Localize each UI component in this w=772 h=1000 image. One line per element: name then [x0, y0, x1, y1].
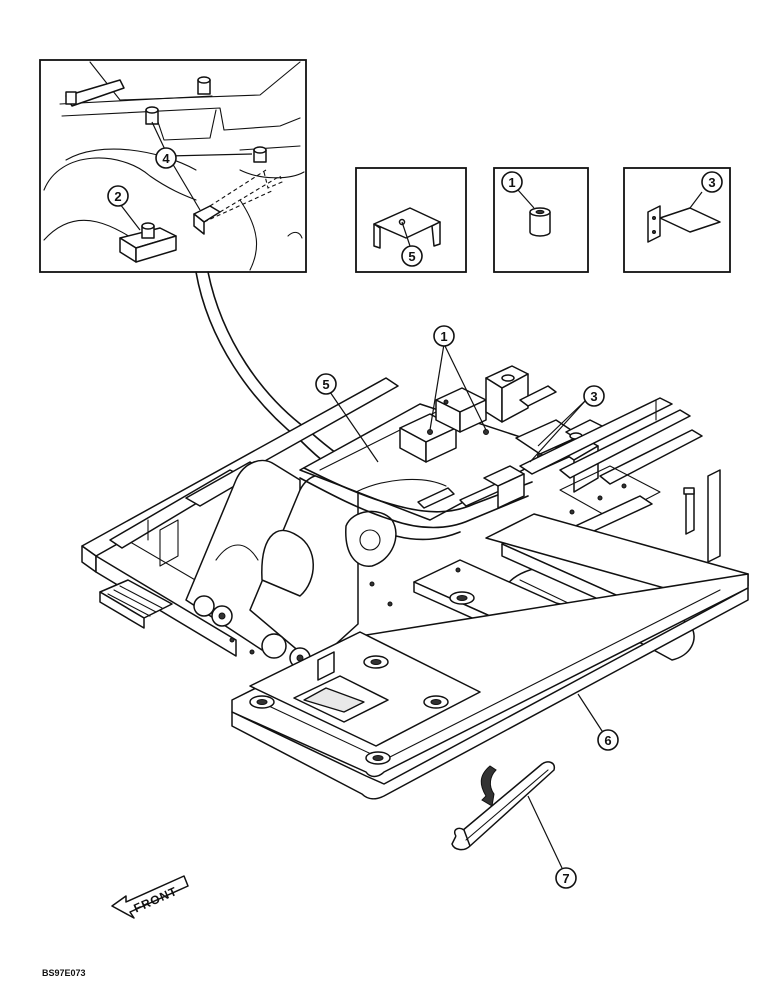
step-plate: [99, 579, 173, 629]
callout-3-main[interactable]: 3: [529, 385, 605, 463]
callout-1-box[interactable]: 1: [501, 171, 523, 193]
detail-box-item-3: 3: [623, 167, 731, 273]
callout-1-main[interactable]: 1: [429, 325, 487, 431]
callout-1-main-label: 1: [440, 329, 447, 344]
callout-6-main-label: 6: [604, 733, 611, 748]
callout-2-inset[interactable]: 2: [107, 185, 129, 207]
drawing-code: BS97E073: [42, 968, 86, 978]
callout-7-label: 7: [562, 871, 569, 886]
callout-5-box[interactable]: 5: [401, 245, 423, 267]
detail-inset: 4 2: [39, 59, 307, 273]
detail-box-item-1: 1: [493, 167, 589, 273]
callout-3-box[interactable]: 3: [701, 171, 723, 193]
callout-7[interactable]: 7: [555, 867, 577, 889]
callout-4-inset[interactable]: 4: [155, 147, 177, 169]
boom-mount: [185, 459, 397, 669]
callout-3-box-label: 3: [708, 175, 715, 190]
callout-3-main-label: 3: [590, 389, 597, 404]
callout-6-main[interactable]: 6: [577, 693, 619, 751]
callout-5-main[interactable]: 5: [315, 373, 379, 463]
callout-4-label: 4: [162, 151, 170, 166]
detail-box-item-5: 5: [355, 167, 467, 273]
upper-brackets: [399, 365, 557, 463]
trim-part: 7: [451, 761, 577, 889]
main-frame: [81, 365, 749, 800]
callout-5-main-label: 5: [322, 377, 329, 392]
callout-2-label: 2: [114, 189, 121, 204]
callout-1-box-label: 1: [508, 175, 515, 190]
front-direction-arrow: FRONT: [111, 875, 189, 919]
callout-5-box-label: 5: [408, 249, 415, 264]
